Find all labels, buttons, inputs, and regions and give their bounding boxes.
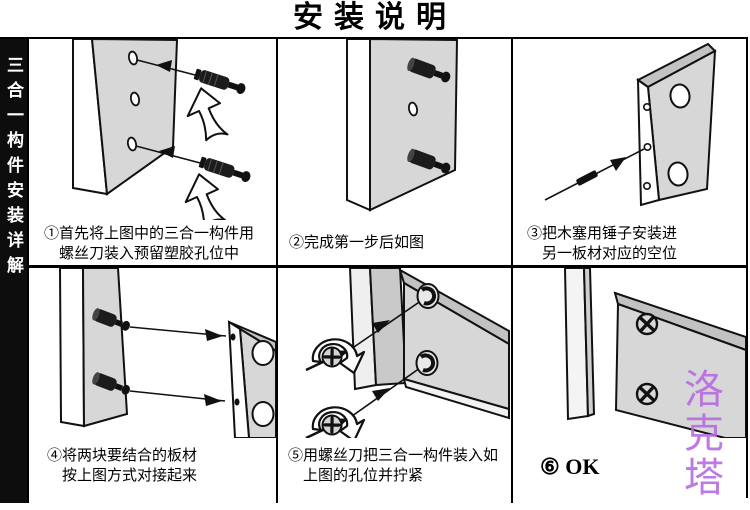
step3-panel: ③把木塞用锤子安装进 另一板材对应的空位 [511, 39, 746, 268]
step1-caption: ①首先将上图中的三合一构件用 螺丝刀装入预留塑胶孔位中 [29, 220, 276, 269]
step2-caption: ②完成第一步后如图 [278, 220, 511, 265]
page-title: 安装说明 [293, 1, 457, 34]
step6-illustration [563, 268, 746, 438]
step4-caption-line2: 按上图方式对接起来 [62, 467, 198, 484]
steps-grid: 三合一构件安装详解 [0, 37, 748, 503]
step1-panel: ①首先将上图中的三合一构件用 螺丝刀装入预留塑胶孔位中 [27, 39, 276, 268]
sidebar-label: 三合一构件安装详解 [4, 56, 23, 281]
step5-caption: ⑤用螺丝刀把三合一构件装入如 上图的孔位并拧紧 [278, 438, 511, 503]
step4-panel: ④将两块要结合的板材 按上图方式对接起来 [27, 268, 276, 503]
step4-illustration [58, 268, 276, 438]
step2-caption-line1: ②完成第一步后如图 [289, 233, 425, 251]
step3-caption-line1: ③把木塞用锤子安装进 [527, 225, 678, 242]
step5-illustration [305, 268, 510, 438]
step2-panel: ②完成第一步后如图 [276, 39, 511, 268]
step3-illustration [544, 42, 717, 207]
step1-caption-line1: ①首先将上图中的三合一构件用 [44, 225, 255, 242]
step2-illustration [346, 39, 459, 212]
step6-caption: ⑥ OK [513, 438, 746, 495]
watermark: 洛克塔 [678, 368, 723, 500]
sidebar: 三合一构件安装详解 [0, 39, 27, 503]
step6-caption-line1: ⑥ OK [540, 453, 600, 479]
step4-caption: ④将两块要结合的板材 按上图方式对接起来 [29, 438, 276, 503]
step1-caption-line2: 螺丝刀装入预留塑胶孔位中 [59, 245, 240, 262]
step5-caption-line1: ⑤用螺丝刀把三合一构件装入如 [288, 447, 499, 464]
step5-panel: ⑤用螺丝刀把三合一构件装入如 上图的孔位并拧紧 [276, 268, 511, 503]
step3-caption-line2: 另一板材对应的空位 [542, 245, 678, 262]
step6-panel: ⑥ OK [511, 268, 746, 503]
step4-caption-line1: ④将两块要结合的板材 [47, 447, 198, 464]
step3-caption: ③把木塞用锤子安装进 另一板材对应的空位 [513, 220, 746, 269]
step5-caption-line2: 上图的孔位并拧紧 [303, 467, 424, 484]
step1-illustration [72, 39, 253, 220]
